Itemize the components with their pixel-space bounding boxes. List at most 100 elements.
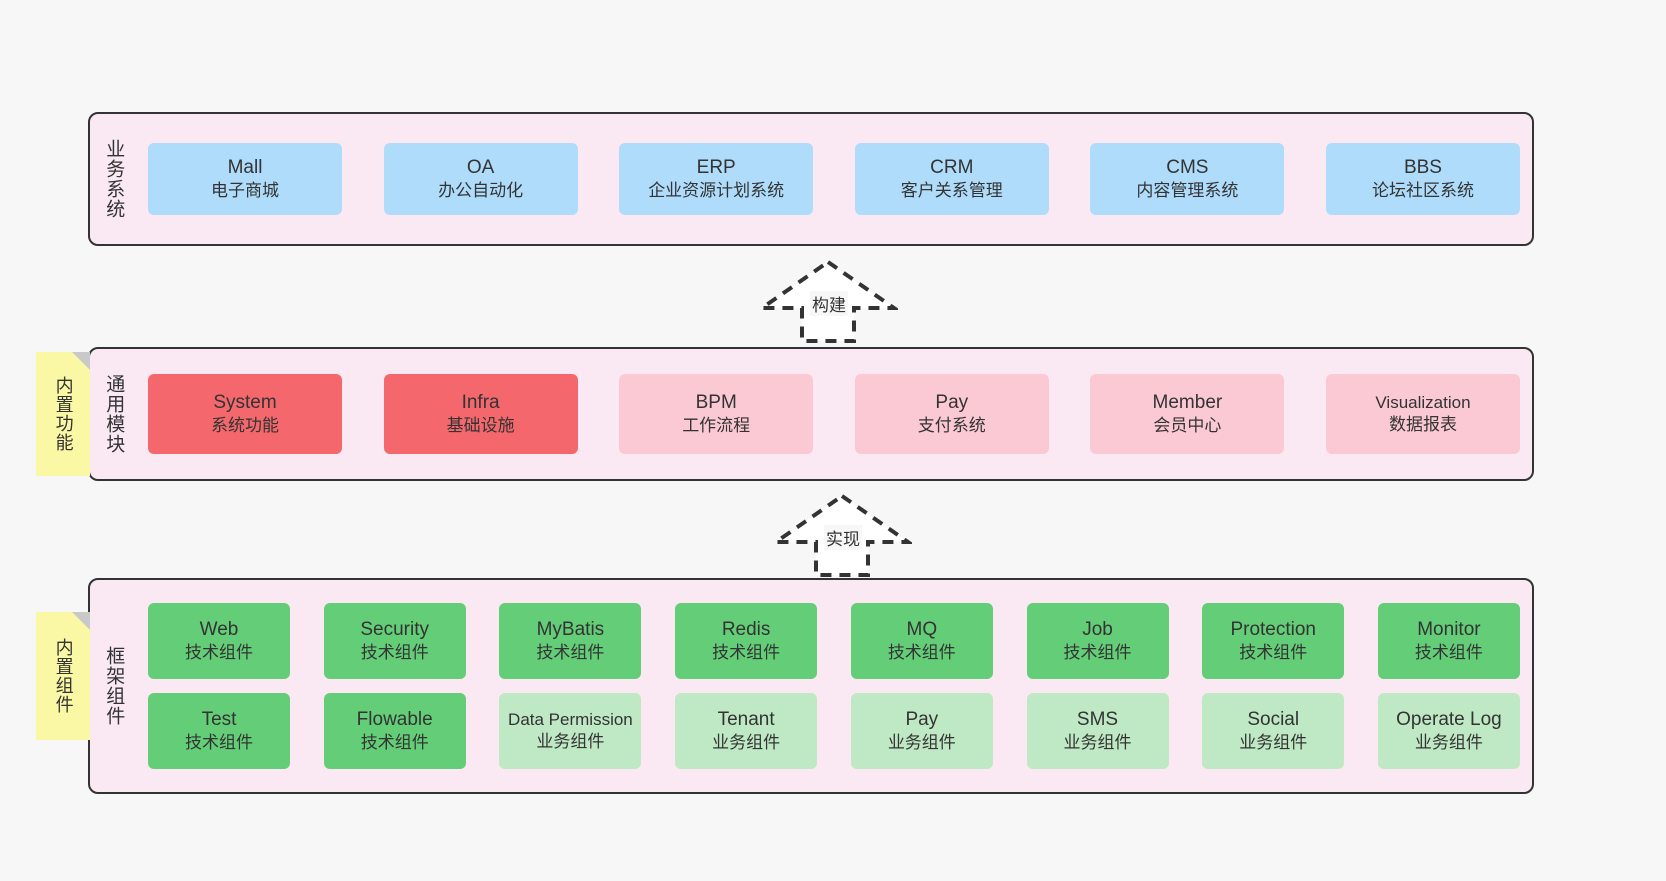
card-subtitle: 业务组件 (1239, 733, 1308, 753)
card-title: Test (201, 708, 237, 730)
arrow-implement-label: 实现 (824, 525, 862, 550)
component-card-pay[interactable]: Pay 业务组件 (850, 693, 993, 769)
card-subtitle: 技术组件 (1239, 643, 1308, 663)
card-subtitle: 企业资源计划系统 (648, 181, 785, 201)
card-title: Data Permission (508, 709, 633, 729)
component-card-test[interactable]: Test 技术组件 (148, 693, 290, 769)
module-card-visualization[interactable]: Visualization 数据报表 (1325, 374, 1520, 454)
component-card-mq[interactable]: MQ 技术组件 (850, 603, 993, 679)
card-subtitle: 技术组件 (360, 733, 429, 753)
card-title: Member (1152, 391, 1223, 413)
card-subtitle: 技术组件 (536, 643, 605, 663)
card-title: Pay (905, 708, 939, 730)
card-title: CRM (930, 156, 974, 178)
business-card-bbs[interactable]: BBS 论坛社区系统 (1325, 143, 1520, 215)
card-subtitle: 业务组件 (1063, 733, 1132, 753)
card-title: Flowable (356, 708, 433, 730)
card-subtitle: 工作流程 (682, 416, 751, 436)
card-subtitle: 技术组件 (1414, 643, 1483, 663)
business-card-cms[interactable]: CMS 内容管理系统 (1090, 143, 1285, 215)
card-title: Protection (1230, 618, 1316, 640)
card-subtitle: 业务组件 (1414, 733, 1483, 753)
card-title: Security (360, 618, 430, 640)
component-card-protection[interactable]: Protection 技术组件 (1202, 603, 1345, 679)
component-card-data-permission[interactable]: Data Permission 业务组件 (499, 693, 642, 769)
component-card-security[interactable]: Security 技术组件 (323, 603, 466, 679)
module-card-bpm[interactable]: BPM 工作流程 (619, 374, 814, 454)
card-subtitle: 技术组件 (360, 643, 429, 663)
module-card-system[interactable]: System 系统功能 (148, 374, 342, 454)
component-card-social[interactable]: Social 业务组件 (1202, 693, 1345, 769)
card-title: OA (466, 156, 495, 178)
component-card-sms[interactable]: SMS 业务组件 (1026, 693, 1169, 769)
component-card-operate-log[interactable]: Operate Log 业务组件 (1377, 693, 1520, 769)
component-card-flowable[interactable]: Flowable 技术组件 (323, 693, 466, 769)
layer-framework-label: 框架组件 (103, 646, 125, 726)
card-subtitle: 业务组件 (536, 732, 605, 751)
note-builtin-components: 内置组件 (36, 612, 90, 740)
card-title: Redis (721, 618, 771, 640)
card-title: Monitor (1417, 618, 1481, 640)
component-card-job[interactable]: Job 技术组件 (1026, 603, 1169, 679)
business-card-crm[interactable]: CRM 客户关系管理 (854, 143, 1049, 215)
card-subtitle: 技术组件 (1063, 643, 1132, 663)
card-subtitle: 技术组件 (712, 643, 781, 663)
arrow-build-label: 构建 (810, 291, 848, 316)
card-title: Operate Log (1396, 708, 1502, 730)
card-title: MyBatis (536, 618, 605, 640)
component-card-mybatis[interactable]: MyBatis 技术组件 (499, 603, 642, 679)
card-subtitle: 技术组件 (887, 643, 956, 663)
card-title: Mall (227, 156, 263, 178)
card-title: Social (1247, 708, 1300, 730)
card-title: Tenant (717, 708, 775, 730)
card-subtitle: 基础设施 (446, 416, 515, 436)
module-card-infra[interactable]: Infra 基础设施 (383, 374, 578, 454)
card-subtitle: 支付系统 (917, 416, 986, 436)
card-subtitle: 论坛社区系统 (1371, 181, 1474, 201)
business-card-mall[interactable]: Mall 电子商城 (148, 143, 342, 215)
card-subtitle: 内容管理系统 (1136, 181, 1239, 201)
component-card-tenant[interactable]: Tenant 业务组件 (675, 693, 818, 769)
note-builtin-components-text: 内置组件 (53, 638, 74, 714)
card-subtitle: 数据报表 (1388, 415, 1457, 434)
card-title: MQ (906, 618, 938, 640)
component-card-web[interactable]: Web 技术组件 (148, 603, 290, 679)
card-title: BBS (1403, 156, 1442, 178)
layer-common-modules: 通用模块 System 系统功能 Infra 基础设施 BPM 工作流程 Pay 支付系统 Me… (88, 347, 1534, 481)
card-subtitle: 技术组件 (185, 733, 253, 753)
card-subtitle: 系统功能 (211, 416, 279, 436)
card-subtitle: 业务组件 (712, 733, 781, 753)
card-title: SMS (1076, 708, 1119, 730)
card-subtitle: 技术组件 (185, 643, 253, 663)
component-card-monitor[interactable]: Monitor 技术组件 (1377, 603, 1520, 679)
component-card-redis[interactable]: Redis 技术组件 (675, 603, 818, 679)
note-builtin-features-text: 内置功能 (53, 376, 74, 452)
module-card-pay[interactable]: Pay 支付系统 (854, 374, 1049, 454)
card-title: Visualization (1375, 392, 1471, 412)
card-subtitle: 客户关系管理 (900, 181, 1003, 201)
card-title: Pay (935, 391, 969, 413)
card-title: ERP (696, 156, 736, 178)
card-subtitle: 业务组件 (887, 733, 956, 753)
layer-business-label: 业务系统 (103, 139, 125, 219)
card-title: BPM (695, 391, 737, 413)
card-title: System (213, 391, 277, 413)
card-title: CMS (1166, 156, 1209, 178)
note-builtin-features: 内置功能 (36, 352, 90, 476)
layer-modules-label: 通用模块 (103, 374, 125, 454)
card-title: Job (1082, 618, 1113, 640)
card-title: Web (199, 618, 239, 640)
card-title: Infra (461, 391, 500, 413)
card-subtitle: 电子商城 (211, 181, 279, 201)
business-card-erp[interactable]: ERP 企业资源计划系统 (619, 143, 814, 215)
